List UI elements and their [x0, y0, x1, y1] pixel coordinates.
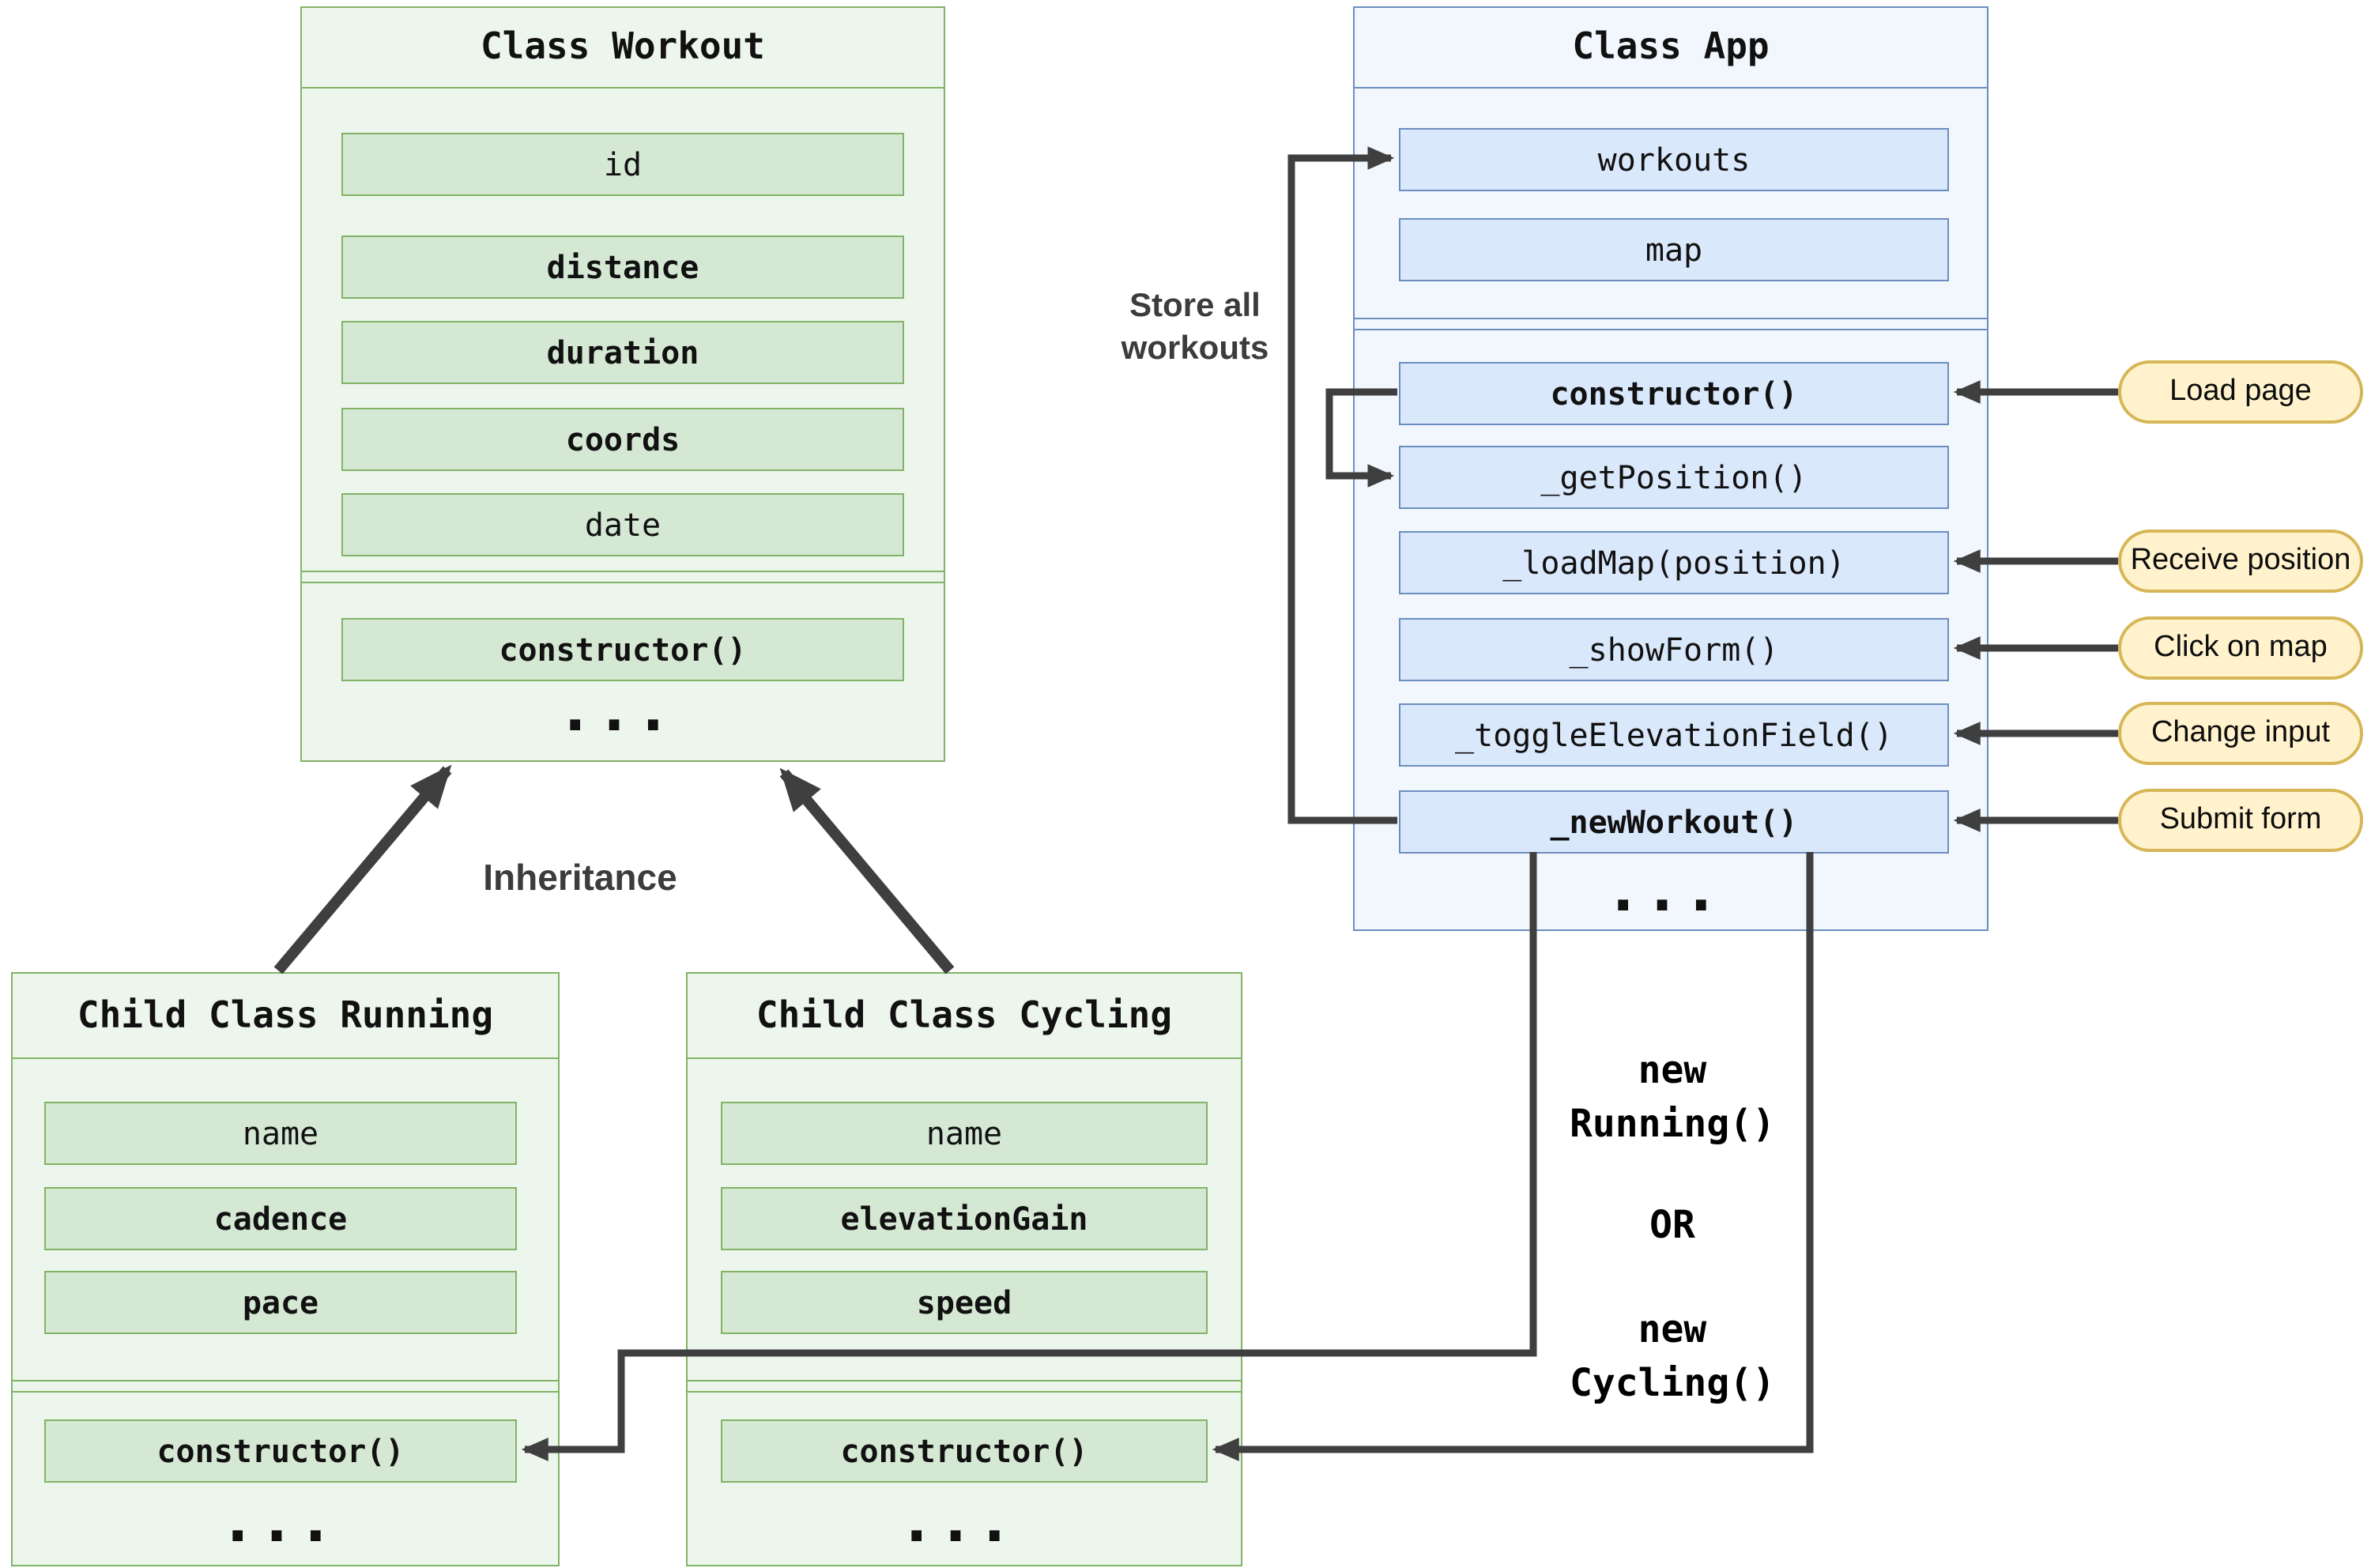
new-running-label: new Running()	[1569, 1048, 1776, 1146]
app-section-divider-top	[1355, 318, 1987, 319]
workout-field-date: date	[341, 493, 904, 556]
cycling-method-constructor: constructor()	[721, 1419, 1208, 1483]
running-ellipsis: ...	[226, 1491, 345, 1555]
event-pill-click-on-map: Click on map	[2118, 616, 2363, 680]
arrow-inheritance-running-to-workout	[273, 764, 452, 974]
app-method-toggle-elevation: _toggleElevationField()	[1399, 703, 1949, 767]
app-method-load-map: _loadMap(position)	[1399, 531, 1949, 594]
event-pill-load-page: Load page	[2118, 360, 2363, 424]
running-method-constructor: constructor()	[44, 1419, 517, 1483]
running-field-name: name	[44, 1102, 517, 1165]
class-workout-box: Class Workout id distance duration coord…	[300, 6, 945, 762]
or-label: OR	[1649, 1203, 1695, 1247]
app-ellipsis: ...	[1611, 860, 1730, 925]
inheritance-label: Inheritance	[483, 857, 677, 898]
class-app-title: Class App	[1355, 8, 1987, 89]
workout-field-coords: coords	[341, 408, 904, 471]
arrow-inheritance-cycling-to-workout	[779, 767, 955, 974]
running-section-divider-bottom	[13, 1391, 558, 1393]
app-section-divider-bottom	[1355, 329, 1987, 330]
app-method-new-workout: _newWorkout()	[1399, 790, 1949, 854]
class-running-box: Child Class Running name cadence pace co…	[11, 972, 560, 1566]
app-field-map: map	[1399, 218, 1949, 281]
app-method-get-position: _getPosition()	[1399, 446, 1949, 509]
running-field-cadence: cadence	[44, 1187, 517, 1250]
app-method-constructor: constructor()	[1399, 362, 1949, 425]
workout-field-duration: duration	[341, 321, 904, 384]
cycling-field-elevation-gain: elevationGain	[721, 1187, 1208, 1250]
class-running-title: Child Class Running	[13, 974, 558, 1059]
event-pill-change-input: Change input	[2118, 702, 2363, 765]
app-field-workouts: workouts	[1399, 128, 1949, 191]
cycling-section-divider-top	[688, 1380, 1241, 1381]
event-pill-receive-position: Receive position	[2118, 530, 2363, 593]
class-cycling-title: Child Class Cycling	[688, 974, 1241, 1059]
workout-section-divider-bottom	[302, 582, 944, 583]
cycling-ellipsis: ...	[905, 1491, 1023, 1555]
store-all-workouts-label: Store all workouts	[1121, 288, 1269, 367]
class-workout-title: Class Workout	[302, 8, 944, 89]
cycling-field-speed: speed	[721, 1271, 1208, 1334]
workout-field-distance: distance	[341, 236, 904, 299]
class-cycling-box: Child Class Cycling name elevationGain s…	[686, 972, 1242, 1566]
workout-field-id: id	[341, 133, 904, 196]
running-field-pace: pace	[44, 1271, 517, 1334]
cycling-section-divider-bottom	[688, 1391, 1241, 1393]
workout-ellipsis: ...	[564, 680, 682, 744]
running-section-divider-top	[13, 1380, 558, 1381]
cycling-field-name: name	[721, 1102, 1208, 1165]
event-pill-submit-form: Submit form	[2118, 789, 2363, 852]
class-app-box: Class App workouts map constructor() _ge…	[1353, 6, 1988, 931]
workout-section-divider-top	[302, 571, 944, 572]
new-cycling-label: new Cycling()	[1569, 1307, 1776, 1405]
app-method-show-form: _showForm()	[1399, 618, 1949, 681]
workout-method-constructor: constructor()	[341, 618, 904, 681]
